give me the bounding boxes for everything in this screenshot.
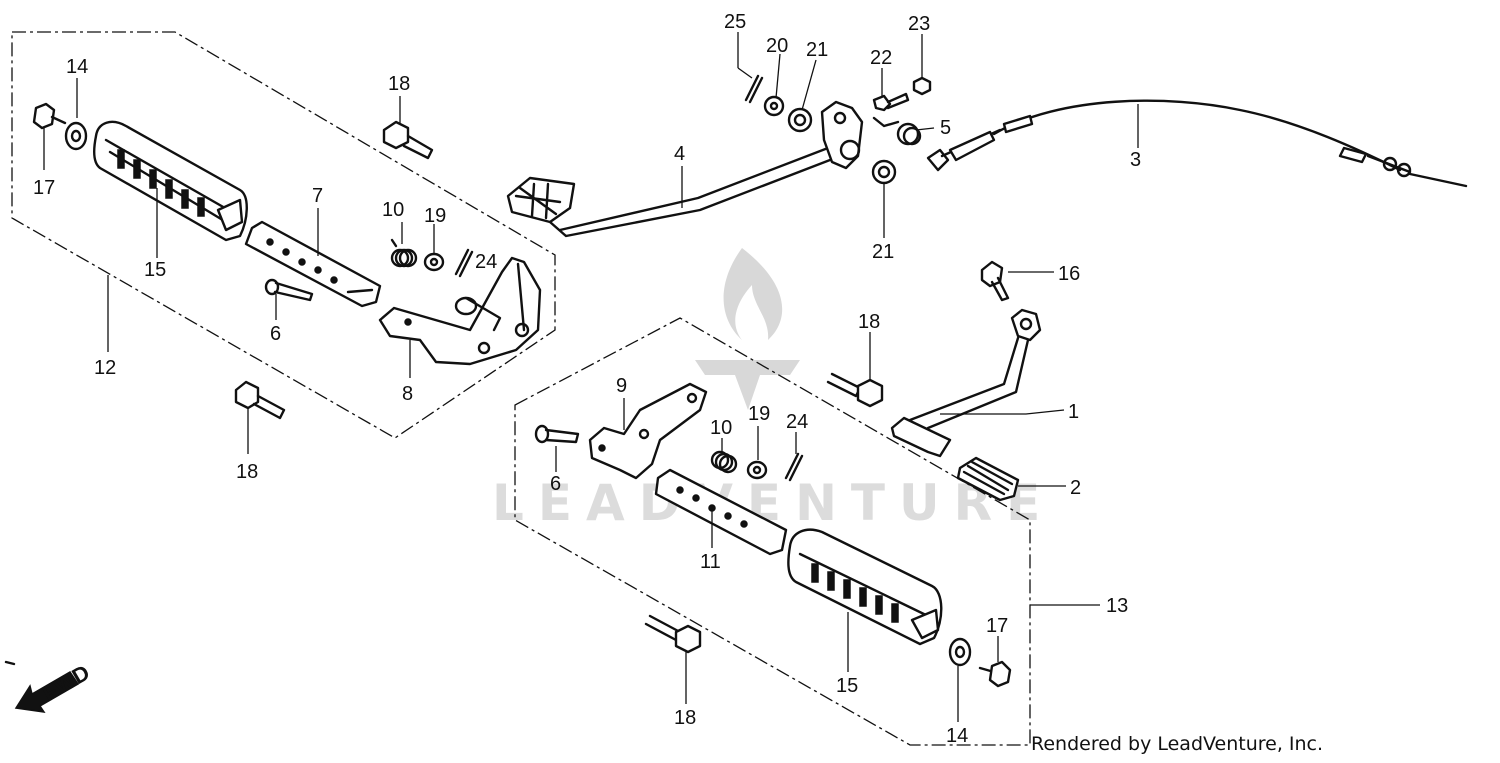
callout-22: 22 xyxy=(870,47,892,69)
callout-8: 8 xyxy=(402,383,413,405)
callout-25: 25 xyxy=(724,11,746,33)
callout-11: 11 xyxy=(700,551,721,573)
bolt-16 xyxy=(980,260,1010,302)
footpeg-bar-11 xyxy=(654,468,788,556)
callout-13: 13 xyxy=(1106,595,1128,617)
callouts: 14 17 15 12 7 6 10 19 24 8 18 18 4 25 20… xyxy=(33,11,1141,747)
callout-18-right: 18 xyxy=(858,311,880,333)
washer-19-lower xyxy=(746,460,768,480)
callout-1: 1 xyxy=(1068,401,1079,423)
callout-6-lower: 6 xyxy=(550,473,561,495)
callout-10-upper: 10 xyxy=(382,199,404,221)
callout-7: 7 xyxy=(312,185,323,207)
callout-16: 16 xyxy=(1058,263,1080,285)
callout-18-lower: 18 xyxy=(674,707,696,729)
leader-lines xyxy=(43,32,1139,722)
callout-21-lower: 21 xyxy=(872,241,894,263)
brake-pedal-4 xyxy=(506,100,864,238)
footpeg-bar-7 xyxy=(244,220,382,308)
callout-10-lower: 10 xyxy=(710,417,732,439)
brake-cable-3 xyxy=(926,99,1468,188)
bolt-18-upper-bottom xyxy=(234,380,286,420)
callout-12: 12 xyxy=(94,357,116,379)
callout-19-upper: 19 xyxy=(424,205,446,227)
callout-17-upper: 17 xyxy=(33,177,55,199)
bolt-18-right xyxy=(826,372,884,408)
pedal-rubber-2 xyxy=(956,456,1020,502)
callout-15-upper: 15 xyxy=(144,259,166,281)
watermark: LEADVENTURE xyxy=(492,248,1040,532)
bolt-17-lower xyxy=(978,660,1012,688)
nut-23 xyxy=(912,76,932,96)
pin-6-lower xyxy=(534,424,580,444)
change-pedal-1 xyxy=(890,308,1042,458)
bolt-18-upper-top xyxy=(382,120,434,160)
callout-24-lower: 24 xyxy=(786,411,808,433)
pin-6-upper xyxy=(264,278,314,302)
callout-2: 2 xyxy=(1070,477,1081,499)
callout-15-lower: 15 xyxy=(836,675,858,697)
callout-19-lower: 19 xyxy=(748,403,770,425)
bolt-22 xyxy=(872,92,910,112)
render-credit: Rendered by LeadVenture, Inc. xyxy=(1031,733,1324,755)
bolt-18-lower xyxy=(644,614,702,654)
callout-18-upper-bottom: 18 xyxy=(236,461,258,483)
seal-21-upper xyxy=(787,107,813,133)
fwd-label: FWD xyxy=(38,660,94,707)
fwd-direction-marker: FWD xyxy=(4,660,94,713)
callout-9: 9 xyxy=(616,375,627,397)
washer-14-lower xyxy=(948,637,972,667)
washer-19-upper xyxy=(423,252,445,272)
callout-6-upper: 6 xyxy=(270,323,281,345)
callout-3: 3 xyxy=(1130,149,1141,171)
callout-17-lower: 17 xyxy=(986,615,1008,637)
bracket-9 xyxy=(588,382,708,480)
callout-18-upper-top: 18 xyxy=(388,73,410,95)
washer-14-upper xyxy=(64,121,88,151)
cotter-pin-24-upper xyxy=(454,248,474,278)
spring-5 xyxy=(872,116,922,146)
seal-21-lower xyxy=(871,159,897,185)
callout-20: 20 xyxy=(766,35,788,57)
cotter-pin-24-lower xyxy=(784,452,804,482)
spring-10-lower xyxy=(710,450,738,474)
callout-21-upper: 21 xyxy=(806,39,828,61)
footpeg-rubber-15-lower xyxy=(787,528,943,646)
callout-24-upper: 24 xyxy=(475,251,497,273)
cotter-pin-25 xyxy=(744,74,764,104)
callout-5: 5 xyxy=(940,117,951,139)
washer-20 xyxy=(763,95,785,117)
callout-23: 23 xyxy=(908,13,930,35)
callout-4: 4 xyxy=(674,143,685,165)
bracket-8 xyxy=(378,256,542,366)
assembly-frame-12 xyxy=(11,31,556,439)
spring-10-upper xyxy=(390,238,418,268)
callout-14-lower: 14 xyxy=(946,725,968,747)
callout-14-upper: 14 xyxy=(66,56,88,78)
footpeg-rubber-15-upper xyxy=(93,120,248,242)
assembly-frame-13 xyxy=(514,317,1031,746)
bolt-17-upper xyxy=(32,102,67,130)
